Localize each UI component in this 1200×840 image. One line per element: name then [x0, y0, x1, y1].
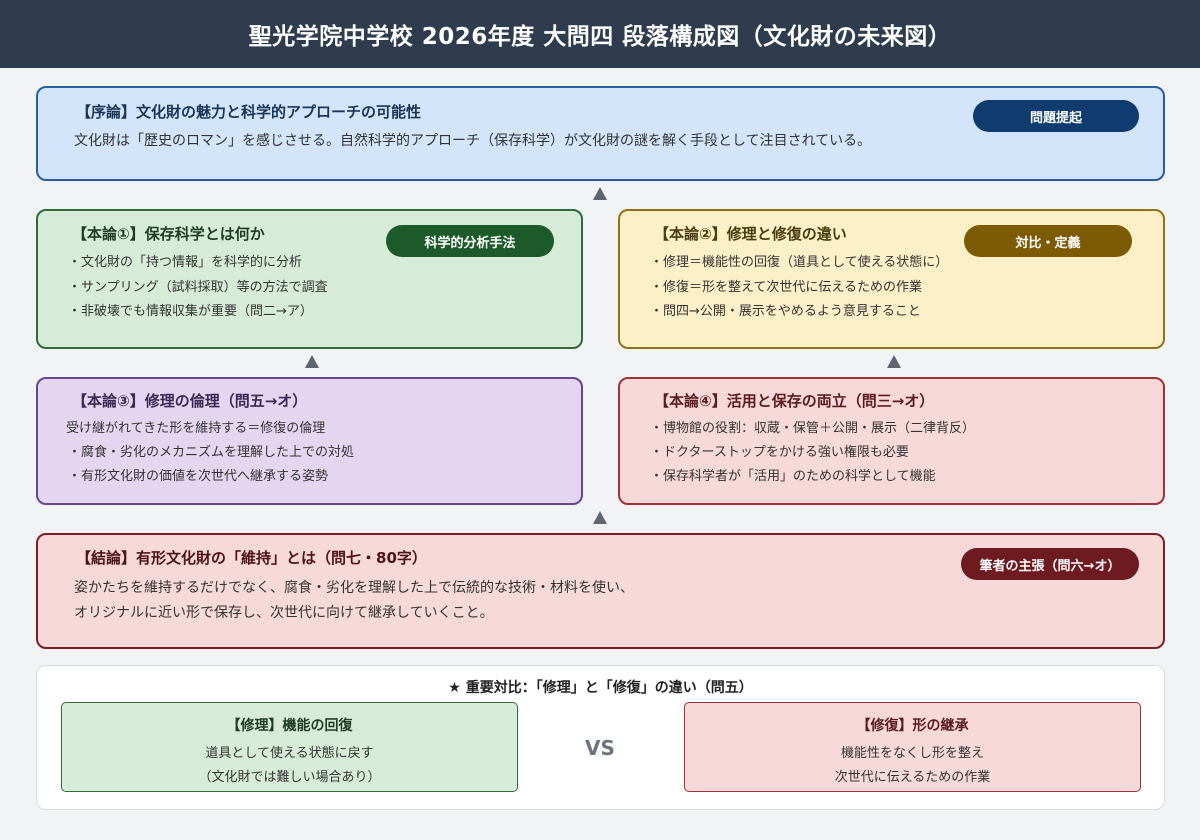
- vs-label: VS: [585, 736, 615, 760]
- body4-line: ・ドクターストップをかける強い権限も必要: [650, 445, 909, 460]
- arrow-up-icon: [305, 355, 319, 368]
- restoration-title: 【修復】形の継承: [856, 718, 969, 734]
- conclusion-badge: 筆者の主張（問六→オ）: [961, 548, 1139, 580]
- body3-line: 受け継がれてきた形を維持する＝修復の倫理: [66, 421, 326, 436]
- body3-line: ・腐食・劣化のメカニズムを理解した上での対処: [68, 445, 355, 460]
- body1-line: ・文化財の「持つ情報」を科学的に分析: [68, 255, 303, 270]
- conclusion-line: 姿かたちを維持するだけでなく、腐食・劣化を理解した上で伝統的な技術・材料を使い、: [74, 580, 634, 596]
- body2-line: ・修理＝機能性の回復（道具として使える状態に）: [650, 255, 949, 270]
- contrast-repair-box: 【修理】機能の回復 道具として使える状態に戻す （文化財では難しい場合あり）: [61, 702, 518, 792]
- conclusion-line: オリジナルに近い形で保存し、次世代に向けて継承していくこと。: [74, 605, 494, 621]
- body4-box: 【本論④】活用と保存の両立（問三→オ） ・博物館の役割：収蔵・保管＋公開・展示（…: [618, 377, 1165, 505]
- body1-line: ・非破壊でも情報収集が重要（問二→ア）: [68, 304, 313, 319]
- body3-line: ・有形文化財の価値を次世代へ継承する姿勢: [68, 469, 329, 484]
- arrow-up-icon: [593, 511, 607, 524]
- arrow-up-icon: [593, 187, 607, 200]
- body4-line: ・博物館の役割：収蔵・保管＋公開・展示（二律背反）: [650, 421, 976, 436]
- body4-line: ・保存科学者が「活用」のための科学として機能: [650, 469, 936, 484]
- body2-line: ・修復＝形を整えて次世代に伝えるための作業: [650, 280, 922, 295]
- body3-title: 【本論③】修理の倫理（問五→オ）: [72, 392, 308, 410]
- body2-badge: 対比・定義: [964, 225, 1132, 257]
- contrast-panel: ★ 重要対比：「修理」と「修復」の違い（問五） 【修理】機能の回復 道具として使…: [36, 665, 1165, 810]
- contrast-restoration-box: 【修復】形の継承 機能性をなくし形を整え 次世代に伝えるための作業: [684, 702, 1141, 792]
- intro-title: 【序論】文化財の魅力と科学的アプローチの可能性: [76, 103, 422, 121]
- page-title: 聖光学院中学校 2026年度 大問四 段落構成図（文化財の未来図）: [0, 0, 1200, 68]
- body4-title: 【本論④】活用と保存の両立（問三→オ）: [654, 392, 935, 410]
- restoration-line: 次世代に伝えるための作業: [834, 770, 991, 785]
- body2-title: 【本論②】修理と修復の違い: [654, 225, 847, 243]
- body1-line: ・サンプリング（試料採取）等の方法で調査: [68, 280, 328, 295]
- body1-box: 【本論①】保存科学とは何か 科学的分析手法 ・文化財の「持つ情報」を科学的に分析…: [36, 209, 583, 349]
- repair-line: 道具として使える状態に戻す: [205, 746, 374, 761]
- arrow-up-icon: [887, 355, 901, 368]
- contrast-title: ★ 重要対比：「修理」と「修復」の違い（問五）: [448, 680, 753, 696]
- intro-badge: 問題提起: [973, 100, 1139, 132]
- repair-title: 【修理】機能の回復: [226, 718, 353, 734]
- conclusion-box: 【結論】有形文化財の「維持」とは（問七・80字） 筆者の主張（問六→オ） 姿かた…: [36, 533, 1165, 649]
- body2-box: 【本論②】修理と修復の違い 対比・定義 ・修理＝機能性の回復（道具として使える状…: [618, 209, 1165, 349]
- body1-title: 【本論①】保存科学とは何か: [72, 225, 265, 243]
- repair-line: （文化財では難しい場合あり）: [198, 770, 381, 785]
- intro-text: 文化財は「歴史のロマン」を感じさせる。自然科学的アプローチ（保存科学）が文化財の…: [74, 133, 872, 149]
- conclusion-title: 【結論】有形文化財の「維持」とは（問七・80字）: [76, 549, 427, 567]
- restoration-line: 機能性をなくし形を整え: [840, 746, 984, 761]
- body1-badge: 科学的分析手法: [386, 225, 554, 257]
- body2-line: ・問四→公開・展示をやめるよう意見すること: [650, 304, 921, 319]
- intro-box: 【序論】文化財の魅力と科学的アプローチの可能性 文化財は「歴史のロマン」を感じさ…: [36, 86, 1165, 181]
- body3-box: 【本論③】修理の倫理（問五→オ） 受け継がれてきた形を維持する＝修復の倫理 ・腐…: [36, 377, 583, 505]
